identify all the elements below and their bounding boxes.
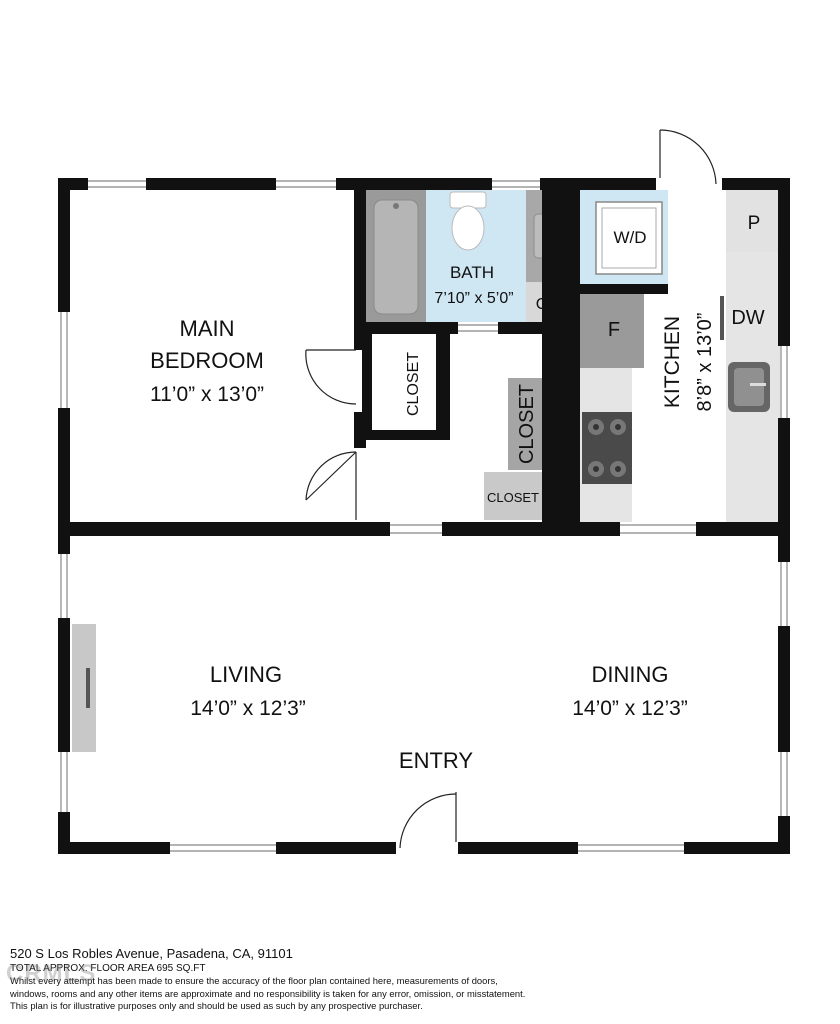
bathtub-icon (366, 190, 426, 322)
stove-icon (582, 412, 632, 484)
kitchen-size: 8’8” x 13’0” (694, 313, 716, 412)
floor-area: TOTAL APPROX. FLOOR AREA 695 SQ.FT (10, 963, 206, 974)
closet-2-shelf (508, 378, 544, 470)
closet-2-label: CLOSET (516, 384, 538, 464)
pantry-floor (726, 190, 780, 252)
closet-1-floor (372, 342, 436, 430)
bath-label: BATH (450, 263, 494, 282)
washer-dryer-label: W/D (613, 228, 646, 247)
walls (58, 178, 790, 854)
property-address: 520 S Los Robles Avenue, Pasadena, CA, 9… (10, 946, 293, 961)
disclaimer-line-3: This plan is for illustrative purposes o… (10, 1000, 423, 1011)
windows (60, 180, 788, 852)
main-bedroom-label-line2: BEDROOM (150, 348, 264, 373)
main-bedroom-label-line1: MAIN (180, 316, 235, 341)
main-bedroom-size: 11’0” x 13’0” (150, 383, 264, 406)
dishwasher-label: DW (731, 307, 764, 329)
bath-size: 7’10” x 5’0” (434, 290, 513, 307)
kitchen-sink-icon (728, 362, 770, 412)
dishwasher-icon (720, 296, 724, 340)
floor-plan: MAIN BEDROOM 11’0” x 13’0” BATH 7’10” x … (58, 129, 790, 854)
disclaimer-line-2: windows, rooms and any other items are a… (10, 987, 526, 999)
watermark: CRMLS (6, 960, 97, 987)
footer: 520 S Los Robles Avenue, Pasadena, CA, 9… (10, 946, 830, 1013)
dining-label: DINING (592, 662, 669, 687)
toilet-icon (449, 191, 487, 251)
washer-dryer-icon (595, 201, 663, 275)
closet-3-shelf (484, 472, 544, 520)
closet-3-label: CLOSET (487, 490, 539, 505)
dining-size: 14’0” x 12’3” (572, 697, 688, 720)
living-size: 14’0” x 12’3” (190, 697, 306, 720)
closet-1-label: CLOSET (405, 352, 422, 416)
fridge-label: F (608, 319, 620, 341)
living-label: LIVING (210, 662, 282, 687)
cl-label: CL (536, 296, 557, 313)
pantry-label: P (748, 213, 761, 234)
fridge-icon (580, 292, 644, 368)
disclaimer-line-1: Whilst every attempt has been made to en… (10, 975, 498, 986)
entry-label: ENTRY (399, 748, 473, 773)
kitchen-label: KITCHEN (661, 316, 684, 408)
doors (305, 129, 717, 849)
fireplace-icon (72, 624, 96, 752)
